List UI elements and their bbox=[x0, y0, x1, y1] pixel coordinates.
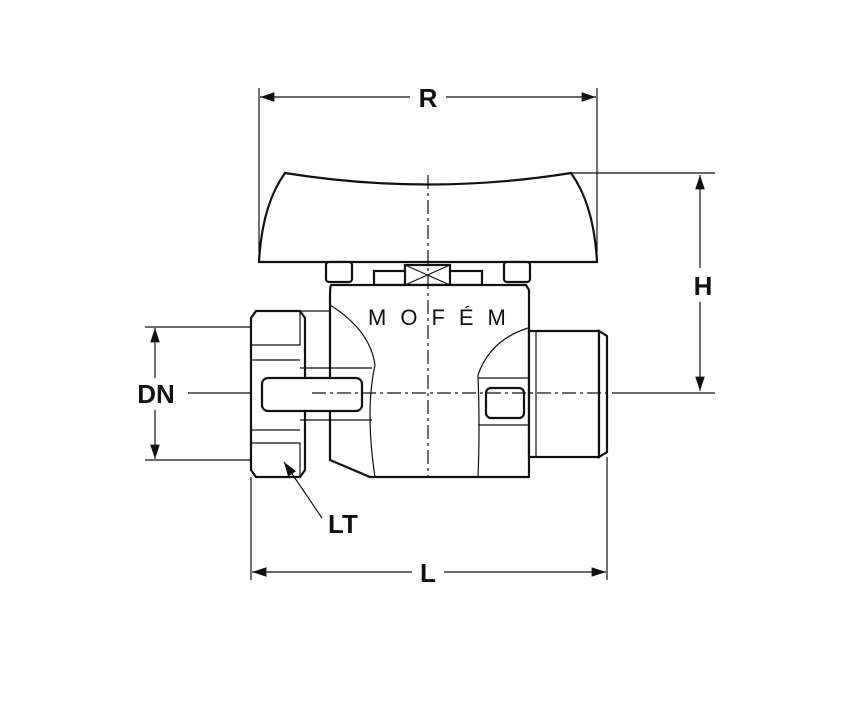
svg-text:L: L bbox=[420, 558, 436, 588]
female-hex-fitting bbox=[249, 309, 372, 479]
dimension-r: R bbox=[258, 83, 598, 262]
dimension-lt: LT bbox=[283, 461, 358, 539]
valve-body: MOFÉM bbox=[328, 283, 531, 479]
dimension-l: L bbox=[250, 457, 608, 588]
svg-text:R: R bbox=[419, 83, 438, 113]
svg-text:H: H bbox=[694, 271, 713, 301]
brand-text: MOFÉM bbox=[368, 305, 520, 330]
svg-text:DN: DN bbox=[137, 379, 175, 409]
male-thread-fitting bbox=[478, 329, 609, 459]
svg-text:LT: LT bbox=[328, 509, 358, 539]
dimension-dn: DN bbox=[137, 326, 251, 461]
dimension-h: H bbox=[571, 172, 715, 394]
